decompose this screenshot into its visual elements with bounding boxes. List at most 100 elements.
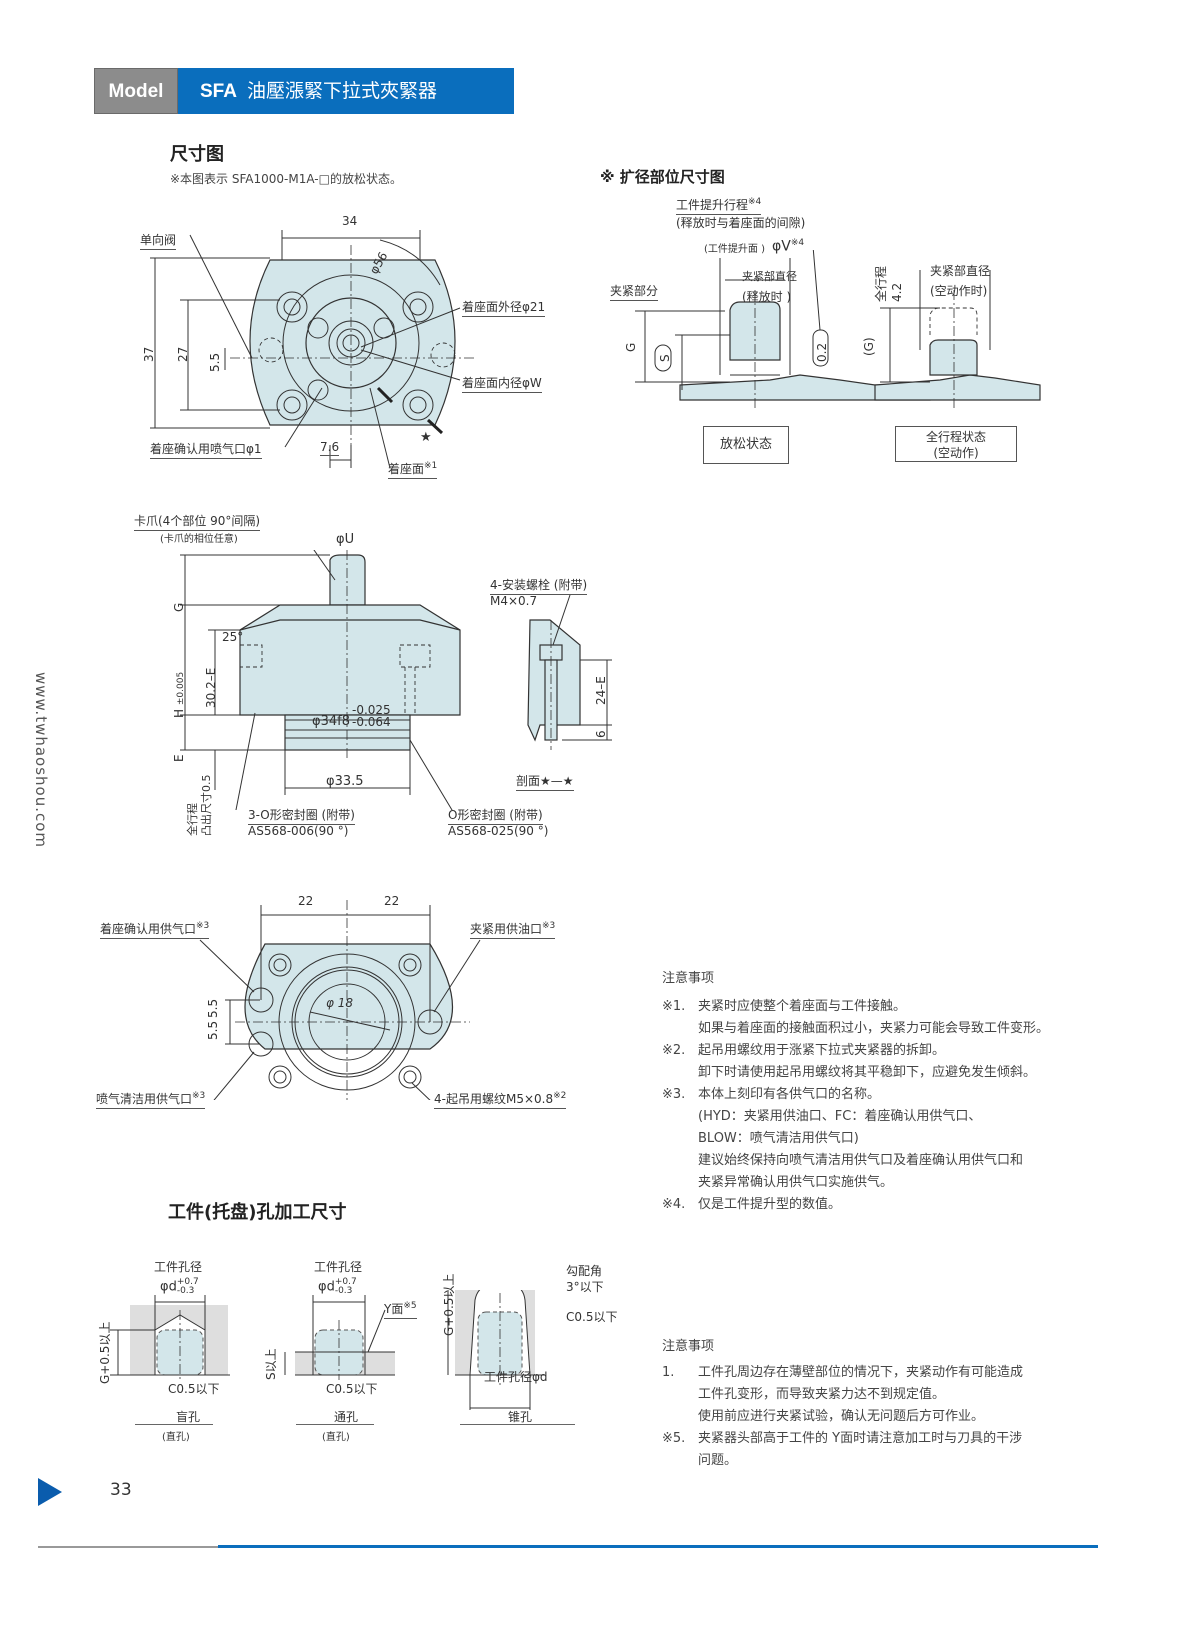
y-face-text: Y面	[384, 1302, 404, 1316]
dim-30-2-e: 30.2–E	[204, 667, 218, 708]
label-check-valve: 单向阀	[140, 231, 177, 250]
y-face-note: ※5	[403, 1301, 417, 1311]
lift-thread-note: ※2	[553, 1091, 567, 1101]
taper-chamfer: C0.5以下	[566, 1310, 618, 1324]
tol-low: -0.064	[352, 715, 391, 729]
label-idle: (空动作时)	[930, 284, 988, 298]
phi-v-text: φV	[772, 238, 791, 255]
dim-24-e: 24–E	[594, 676, 608, 705]
note-key	[662, 1106, 698, 1128]
taper-draft: 勾配角	[566, 1264, 603, 1278]
note-key	[662, 1150, 698, 1172]
note-line: 如果与着座面的接触面积过小，夹紧力可能会导致工件变形。	[662, 1018, 1082, 1040]
phi34-tolerance: -0.025-0.064	[352, 704, 391, 728]
section-title-dimension: 尺寸图	[170, 144, 224, 165]
dim-g-paren: (G)	[862, 337, 876, 356]
through-dia: φd+0.7-0.3	[318, 1278, 357, 1296]
website-text: www.twhaoshou.com	[32, 672, 50, 849]
label-claw-sub: (卡爪的相位任意)	[160, 534, 238, 545]
note-line: 问题。	[662, 1450, 1082, 1472]
notes-1-title: 注意事项	[662, 971, 715, 986]
label-oring3-spec: AS568-006(90 °)	[248, 824, 349, 838]
label-oring: O形密封圈 (附带)	[448, 806, 543, 825]
label-oring3: 3-O形密封圈 (附带)	[248, 806, 355, 825]
page-number: 33	[110, 1480, 132, 1500]
state-full-sub: (空动作)	[933, 446, 979, 460]
state-release-box: 放松状态	[703, 426, 789, 464]
label-phi-v: φV※4	[772, 238, 804, 255]
blind-dia: φd+0.7-0.3	[160, 1278, 199, 1296]
note-key	[662, 1406, 698, 1428]
tol-up: -0.025	[352, 703, 391, 717]
note-line: BLOW：喷气清洁用供气口)	[662, 1128, 1082, 1150]
dim-4-2: 4.2	[890, 282, 904, 302]
full-base	[874, 374, 1041, 401]
notes-2: 注意事项 1.工件孔周边存在薄壁部位的情况下，夹紧动作有可能造成工件孔变形，而导…	[662, 1336, 1082, 1472]
note-text: BLOW：喷气清洁用供气口)	[698, 1131, 859, 1146]
phi-v-note: ※4	[790, 238, 805, 248]
note-key	[662, 1062, 698, 1084]
through-chamfer: C0.5以下	[326, 1382, 378, 1396]
note-key	[662, 1018, 698, 1040]
dim-h: H ±0.005	[172, 672, 186, 718]
label-seat-inner: 着座面内径φW	[462, 374, 542, 393]
blind-dia-text: φd	[160, 1279, 177, 1295]
note-text: 工件孔周边存在薄壁部位的情况下，夹紧动作有可能造成	[698, 1365, 1024, 1380]
lift-thread-text: 4-起吊用螺纹M5×0.8	[434, 1092, 554, 1106]
dim-g-side: G	[172, 602, 186, 612]
dim-phi-u: φU	[336, 532, 355, 547]
seat-face-note: ※1	[424, 461, 438, 471]
note-line: ※3.本体上刻印有各供气口的名称。	[662, 1084, 1082, 1106]
note-line: (HYD：夹紧用供油口、FC：着座确认用供气口、	[662, 1106, 1082, 1128]
taper-depth: G+0.5以上	[442, 1273, 456, 1336]
dim-phi18: φ 18	[326, 996, 353, 1010]
blind-tol-low: -0.3	[176, 1286, 195, 1296]
section-title-hole: 工件(托盘)孔加工尺寸	[168, 1202, 347, 1223]
dim-5-5: 5.5	[208, 352, 222, 372]
label-bolt-spec: M4×0.7	[490, 594, 538, 608]
section-subtitle: ※本图表示 SFA1000-M1A-□的放松状态。	[170, 172, 402, 186]
note-key: ※5.	[662, 1431, 686, 1446]
note-key	[662, 1450, 698, 1472]
website-vertical: www.twhaoshou.com	[32, 672, 50, 852]
note-text: 问题。	[698, 1453, 738, 1468]
dim-27: 27	[176, 346, 190, 362]
full-head	[929, 339, 978, 376]
taper-name: 锥孔	[508, 1410, 533, 1424]
hole-drawings	[110, 1290, 545, 1410]
label-seat-supply: 着座确认用供气口※3	[100, 920, 210, 939]
product-name: 油壓漲緊下拉式夾緊器	[246, 80, 437, 102]
notes-1-list: ※1.夹紧时应使整个着座面与工件接触。如果与着座面的接触面积过小，夹紧力可能会导…	[662, 996, 1082, 1216]
label-clamp-dia2: 夹紧部直径	[930, 264, 991, 278]
label-section: 剖面★—★	[516, 772, 574, 791]
note-key	[662, 1384, 698, 1406]
label-clamp-part: 夹紧部分	[610, 282, 659, 301]
lift-stroke-text: 工件提升行程	[676, 198, 749, 212]
label-protrude: 凸出尺寸0.5	[200, 774, 213, 837]
note-line: ※2.起吊用螺纹用于涨紧下拉式夹紧器的拆卸。	[662, 1040, 1082, 1062]
blow-note: ※3	[192, 1091, 206, 1101]
expand-drawing	[635, 250, 1041, 410]
note-key: ※2.	[662, 1043, 686, 1058]
note-key	[662, 1172, 698, 1194]
label-lift-gap: (释放时与着座面的间隙)	[676, 216, 806, 230]
note-key	[662, 1128, 698, 1150]
dim-angle: 25°	[222, 630, 244, 644]
label-bolt: 4-安装螺栓 (附带)	[490, 576, 588, 595]
through-dia-label: 工件孔径	[314, 1260, 363, 1274]
note-key: 1.	[662, 1365, 675, 1380]
through-depth: S以上	[264, 1348, 278, 1380]
note-key: ※4.	[662, 1197, 686, 1212]
dim-e: E	[172, 754, 186, 762]
note-text: 仅是工件提升型的数值。	[698, 1197, 842, 1212]
page-arrow-icon	[38, 1478, 62, 1506]
note-key: ※1.	[662, 999, 686, 1014]
taper-divider	[460, 1424, 575, 1425]
top-view-drawing	[150, 230, 475, 469]
lift-threads	[268, 953, 422, 1089]
blind-depth: G+0.5以上	[98, 1321, 112, 1384]
notes-1: 注意事项 ※1.夹紧时应使整个着座面与工件接触。如果与着座面的接触面积过小，夹紧…	[662, 968, 1082, 1216]
dim-22a: 22	[298, 894, 314, 908]
note-text: 使用前应进行夹紧试验，确认无问题后方可作业。	[698, 1409, 985, 1424]
through-sub: (直孔)	[322, 1432, 350, 1443]
